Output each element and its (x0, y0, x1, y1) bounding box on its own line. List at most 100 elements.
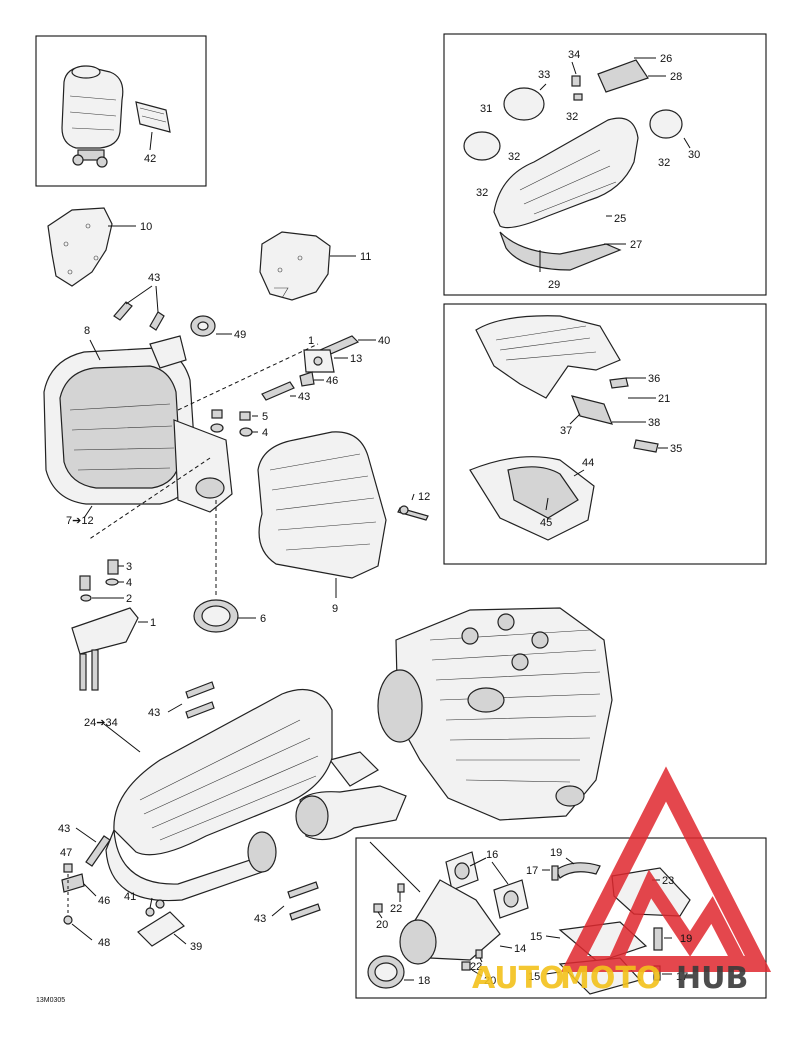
label-40: 40 (378, 335, 390, 347)
label-17: 17 (676, 971, 688, 983)
label-12: 12 (418, 491, 430, 503)
bolt-12 (397, 505, 429, 521)
spring-43e (85, 835, 111, 867)
label-25: 25 (614, 213, 626, 225)
tuned-pipe-inset-frame (443, 33, 767, 296)
bracket-39 (137, 899, 185, 947)
label-13: 13 (350, 353, 362, 365)
exhaust-manifold-14 (399, 879, 501, 965)
label-20: 20 (376, 919, 388, 931)
diagram-code: 13M0305 (36, 997, 65, 1004)
gasket-6 (193, 599, 239, 633)
watermark-moto: MOTO (560, 961, 661, 996)
label-44: 44 (582, 457, 594, 469)
exhaust-manifold-inset-frame (355, 837, 767, 999)
label-22: 22 (390, 903, 402, 915)
label-6: 6 (260, 613, 266, 625)
label-32: 32 (476, 187, 488, 199)
label-33: 33 (538, 69, 550, 81)
label-48: 48 (98, 937, 110, 949)
spring-3 (79, 559, 119, 591)
label-20: 20 (484, 975, 496, 987)
heat-shield-11 (259, 231, 331, 301)
label-9: 9 (332, 603, 338, 615)
heat-shield-inset-frame (443, 303, 767, 565)
label-26: 26 (660, 53, 672, 65)
label-35: 35 (670, 443, 682, 455)
label-43: 43 (148, 707, 160, 719)
label-43: 43 (148, 272, 160, 284)
label-14: 14 (514, 943, 526, 955)
bracket-46 (61, 873, 85, 893)
nut-2 (80, 594, 92, 602)
tuned-pipe-inset (463, 59, 683, 271)
label-2: 2 (126, 593, 132, 605)
label-23: 23 (662, 875, 674, 887)
label-7-12: 7➔12 (66, 515, 94, 527)
bolts-20-22 (373, 883, 483, 971)
label-24-34: 24➔34 (84, 717, 118, 729)
heat-shield-10 (47, 207, 113, 287)
bracket-1 (71, 607, 139, 691)
callout-labels: 42 10 11 43 8 49 1 40 13 46 43 5 4 12 7➔… (58, 49, 700, 987)
label-39: 39 (190, 941, 202, 953)
spring-43d (287, 881, 321, 921)
label-47: 47 (60, 847, 72, 859)
engine-block (377, 607, 613, 821)
label-21: 21 (658, 393, 670, 405)
nut-47 (63, 863, 73, 873)
label-29: 29 (548, 279, 560, 291)
label-41: 41 (124, 891, 136, 903)
washer-4b (210, 423, 224, 433)
label-19: 19 (550, 847, 562, 859)
heat-shield-inset (469, 315, 659, 541)
label-15: 15 (530, 931, 542, 943)
label-32: 32 (658, 157, 670, 169)
washer-4c (105, 578, 119, 586)
label-8: 8 (84, 325, 90, 337)
label-1: 1 (150, 617, 156, 629)
label-34: 34 (568, 49, 580, 61)
spring-43a (113, 301, 165, 331)
watermark-text: AUTO MOTO HUB (472, 961, 748, 996)
bolt-48 (63, 915, 73, 925)
nut-46 (299, 371, 315, 387)
label-22: 22 (470, 961, 482, 973)
clamp-19 (555, 862, 663, 951)
label-4: 4 (262, 427, 268, 439)
washer-4 (239, 427, 253, 437)
tuned-pipe-main (105, 688, 333, 902)
label-19: 19 (680, 933, 692, 945)
label-11: 11 (360, 251, 371, 263)
nut-5 (239, 411, 251, 421)
muffler (43, 335, 233, 513)
gasket-18 (367, 955, 405, 989)
decal-42 (135, 101, 171, 133)
watermark-hub: HUB (676, 961, 748, 996)
label-5: 5 (262, 411, 268, 423)
watermark-auto: AUTO (472, 961, 565, 996)
gasket-16 (445, 851, 529, 919)
label-3: 3 (126, 561, 132, 573)
label-16: 16 (486, 849, 498, 861)
label-42: 42 (144, 153, 156, 165)
label-15: 15 (528, 971, 540, 983)
exhaust-y-pipe (295, 751, 407, 841)
label-30: 30 (688, 149, 700, 161)
label-37: 37 (560, 425, 572, 437)
label-46: 46 (98, 895, 110, 907)
label-32: 32 (566, 111, 578, 123)
heat-shield-9 (257, 431, 387, 579)
spring-43b (261, 381, 295, 401)
label-45: 45 (540, 517, 552, 529)
label-1: 1 (308, 335, 314, 347)
spring-43c (185, 681, 215, 719)
nut-5b (211, 409, 223, 419)
rubber-mount-13 (303, 349, 335, 373)
label-38: 38 (648, 417, 660, 429)
coolant-tank-inset-frame (35, 35, 207, 187)
label-32: 32 (508, 151, 520, 163)
coolant-tank (61, 65, 124, 168)
label-46: 46 (326, 375, 338, 387)
